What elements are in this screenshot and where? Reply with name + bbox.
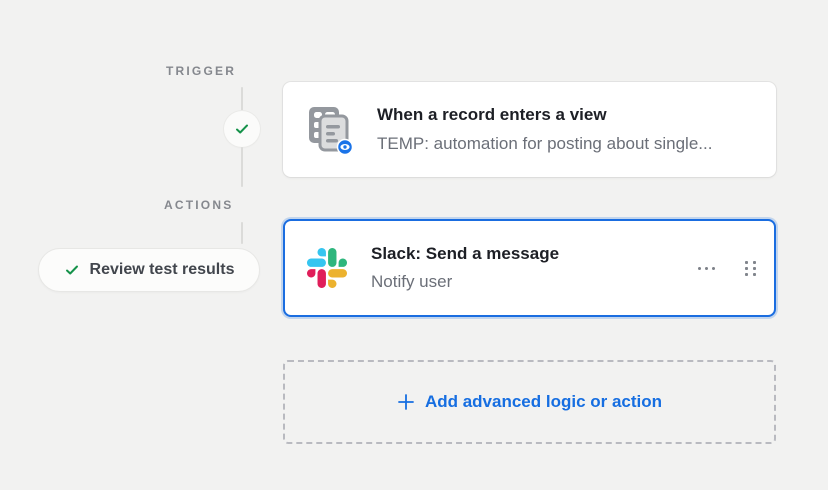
- trigger-card[interactable]: When a record enters a view TEMP: automa…: [283, 82, 776, 177]
- timeline-connector: [241, 222, 243, 244]
- review-test-results-button[interactable]: Review test results: [38, 248, 260, 292]
- checkmark-icon: [64, 262, 80, 278]
- plus-icon: [397, 393, 415, 411]
- trigger-section-label: TRIGGER: [166, 64, 237, 78]
- drag-handle-icon[interactable]: [743, 257, 758, 280]
- add-advanced-logic-label: Add advanced logic or action: [424, 392, 663, 411]
- action-card-subtitle: Notify user: [371, 272, 453, 291]
- review-test-results-label: Review test results: [89, 261, 235, 278]
- ellipsis-icon[interactable]: [694, 261, 719, 276]
- slack-icon: [307, 248, 347, 288]
- action-card-text: Slack: Send a message Notify user: [371, 243, 559, 293]
- trigger-card-subtitle: TEMP: automation for posting about singl…: [377, 133, 713, 153]
- trigger-card-title: When a record enters a view: [377, 105, 607, 125]
- action-card-slack[interactable]: Slack: Send a message Notify user: [283, 219, 776, 317]
- checkmark-icon: [234, 121, 250, 137]
- trigger-card-text: When a record enters a view TEMP: automa…: [377, 104, 712, 154]
- timeline-connector: [241, 147, 243, 187]
- record-enters-view-icon: [307, 105, 355, 155]
- timeline-connector: [241, 87, 243, 111]
- action-card-title: Slack: Send a message: [371, 243, 560, 263]
- trigger-status-badge: [224, 111, 260, 147]
- actions-section-label: ACTIONS: [164, 198, 234, 212]
- add-advanced-logic-button[interactable]: Add advanced logic or action: [283, 360, 776, 444]
